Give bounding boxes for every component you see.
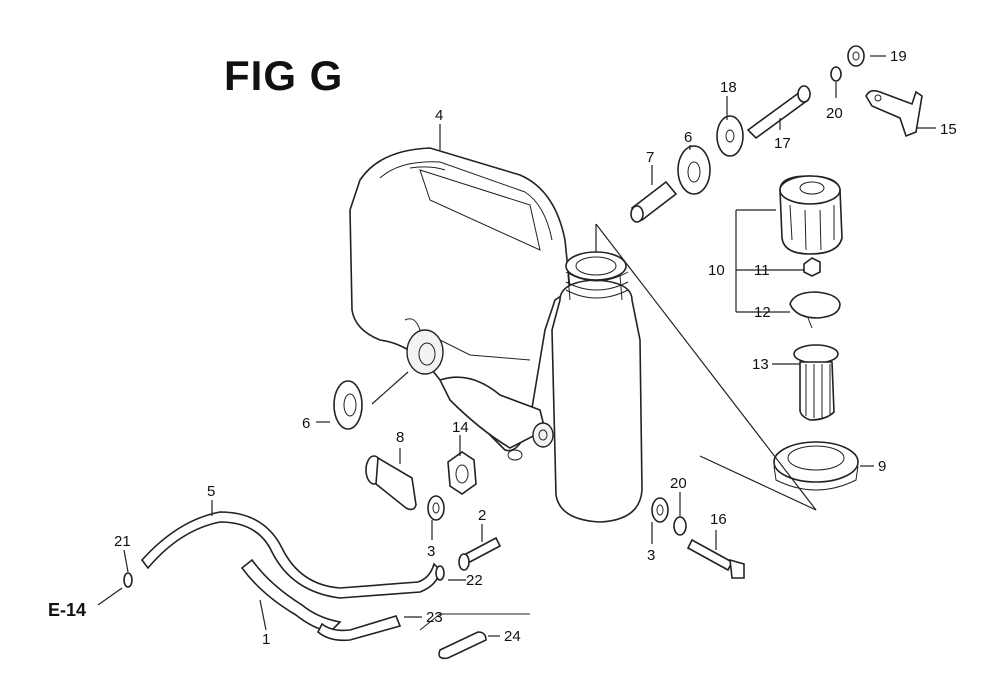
part-1-fuel-hose — [240, 558, 342, 633]
part-10-filler-cap — [779, 175, 843, 255]
part-11-washer — [803, 257, 821, 277]
part-5-fuel-hose — [140, 511, 441, 599]
part-14-nut — [447, 451, 477, 495]
part-19-nut — [847, 45, 865, 67]
label-part-16: 16 — [710, 511, 727, 528]
label-part-24: 24 — [504, 628, 521, 645]
label-part-6-upper: 6 — [684, 129, 692, 146]
label-part-3-right: 3 — [647, 547, 655, 564]
part-18-washer — [716, 115, 744, 157]
label-part-13: 13 — [752, 356, 769, 373]
part-15-bracket — [865, 89, 923, 138]
part-2-bolt — [458, 536, 502, 571]
part-3-washer-right — [651, 497, 669, 523]
part-20-washer-lower — [673, 516, 687, 536]
figure-title: FIG G — [224, 52, 344, 99]
part-16-bolt — [686, 538, 745, 579]
label-part-8: 8 — [396, 429, 404, 446]
label-part-19: 19 — [890, 48, 907, 65]
part-4-fuel-tank — [349, 147, 571, 461]
part-9-ring — [773, 441, 859, 491]
label-part-21: 21 — [114, 533, 131, 550]
label-part-20-upper: 20 — [826, 105, 843, 122]
part-21-clip — [123, 572, 133, 588]
part-7-sleeve — [630, 180, 678, 223]
label-part-11: 11 — [754, 262, 770, 279]
label-part-7: 7 — [646, 149, 654, 166]
label-part-18: 18 — [720, 79, 737, 96]
label-part-1: 1 — [262, 631, 270, 648]
part-17-stud — [746, 85, 811, 140]
label-part-2: 2 — [478, 507, 486, 524]
part-24-hose — [419, 613, 530, 660]
part-4-filler-neck — [532, 251, 643, 523]
leader-lines — [97, 55, 936, 637]
label-part-22: 22 — [466, 572, 483, 589]
label-part-4: 4 — [435, 107, 443, 124]
label-part-6-left: 6 — [302, 415, 310, 432]
label-part-10: 10 — [708, 262, 725, 279]
label-part-15: 15 — [940, 121, 957, 138]
label-part-9: 9 — [878, 458, 886, 475]
label-part-20-lower: 20 — [670, 475, 687, 492]
part-6-grommet-left — [333, 380, 363, 430]
callout-labels: 1 2 3 3 4 5 6 6 7 8 9 10 11 12 13 14 15 … — [114, 48, 957, 648]
label-part-23: 23 — [426, 609, 443, 626]
part-12-gasket — [789, 291, 841, 329]
part-3-washer-left — [427, 495, 445, 521]
label-part-5: 5 — [207, 483, 215, 500]
label-part-14: 14 — [452, 419, 469, 436]
part-22-clip — [435, 565, 445, 581]
part-8-fitting — [365, 455, 417, 511]
label-part-12: 12 — [754, 304, 771, 321]
label-part-3-left: 3 — [427, 543, 435, 560]
part-6-grommet-upper — [677, 145, 711, 195]
part-20-washer-upper — [830, 66, 842, 82]
reference-label-e14: E-14 — [48, 600, 87, 620]
part-23-fuel-hose — [317, 615, 402, 642]
part-13-strainer — [793, 344, 839, 421]
label-part-17: 17 — [774, 135, 791, 152]
